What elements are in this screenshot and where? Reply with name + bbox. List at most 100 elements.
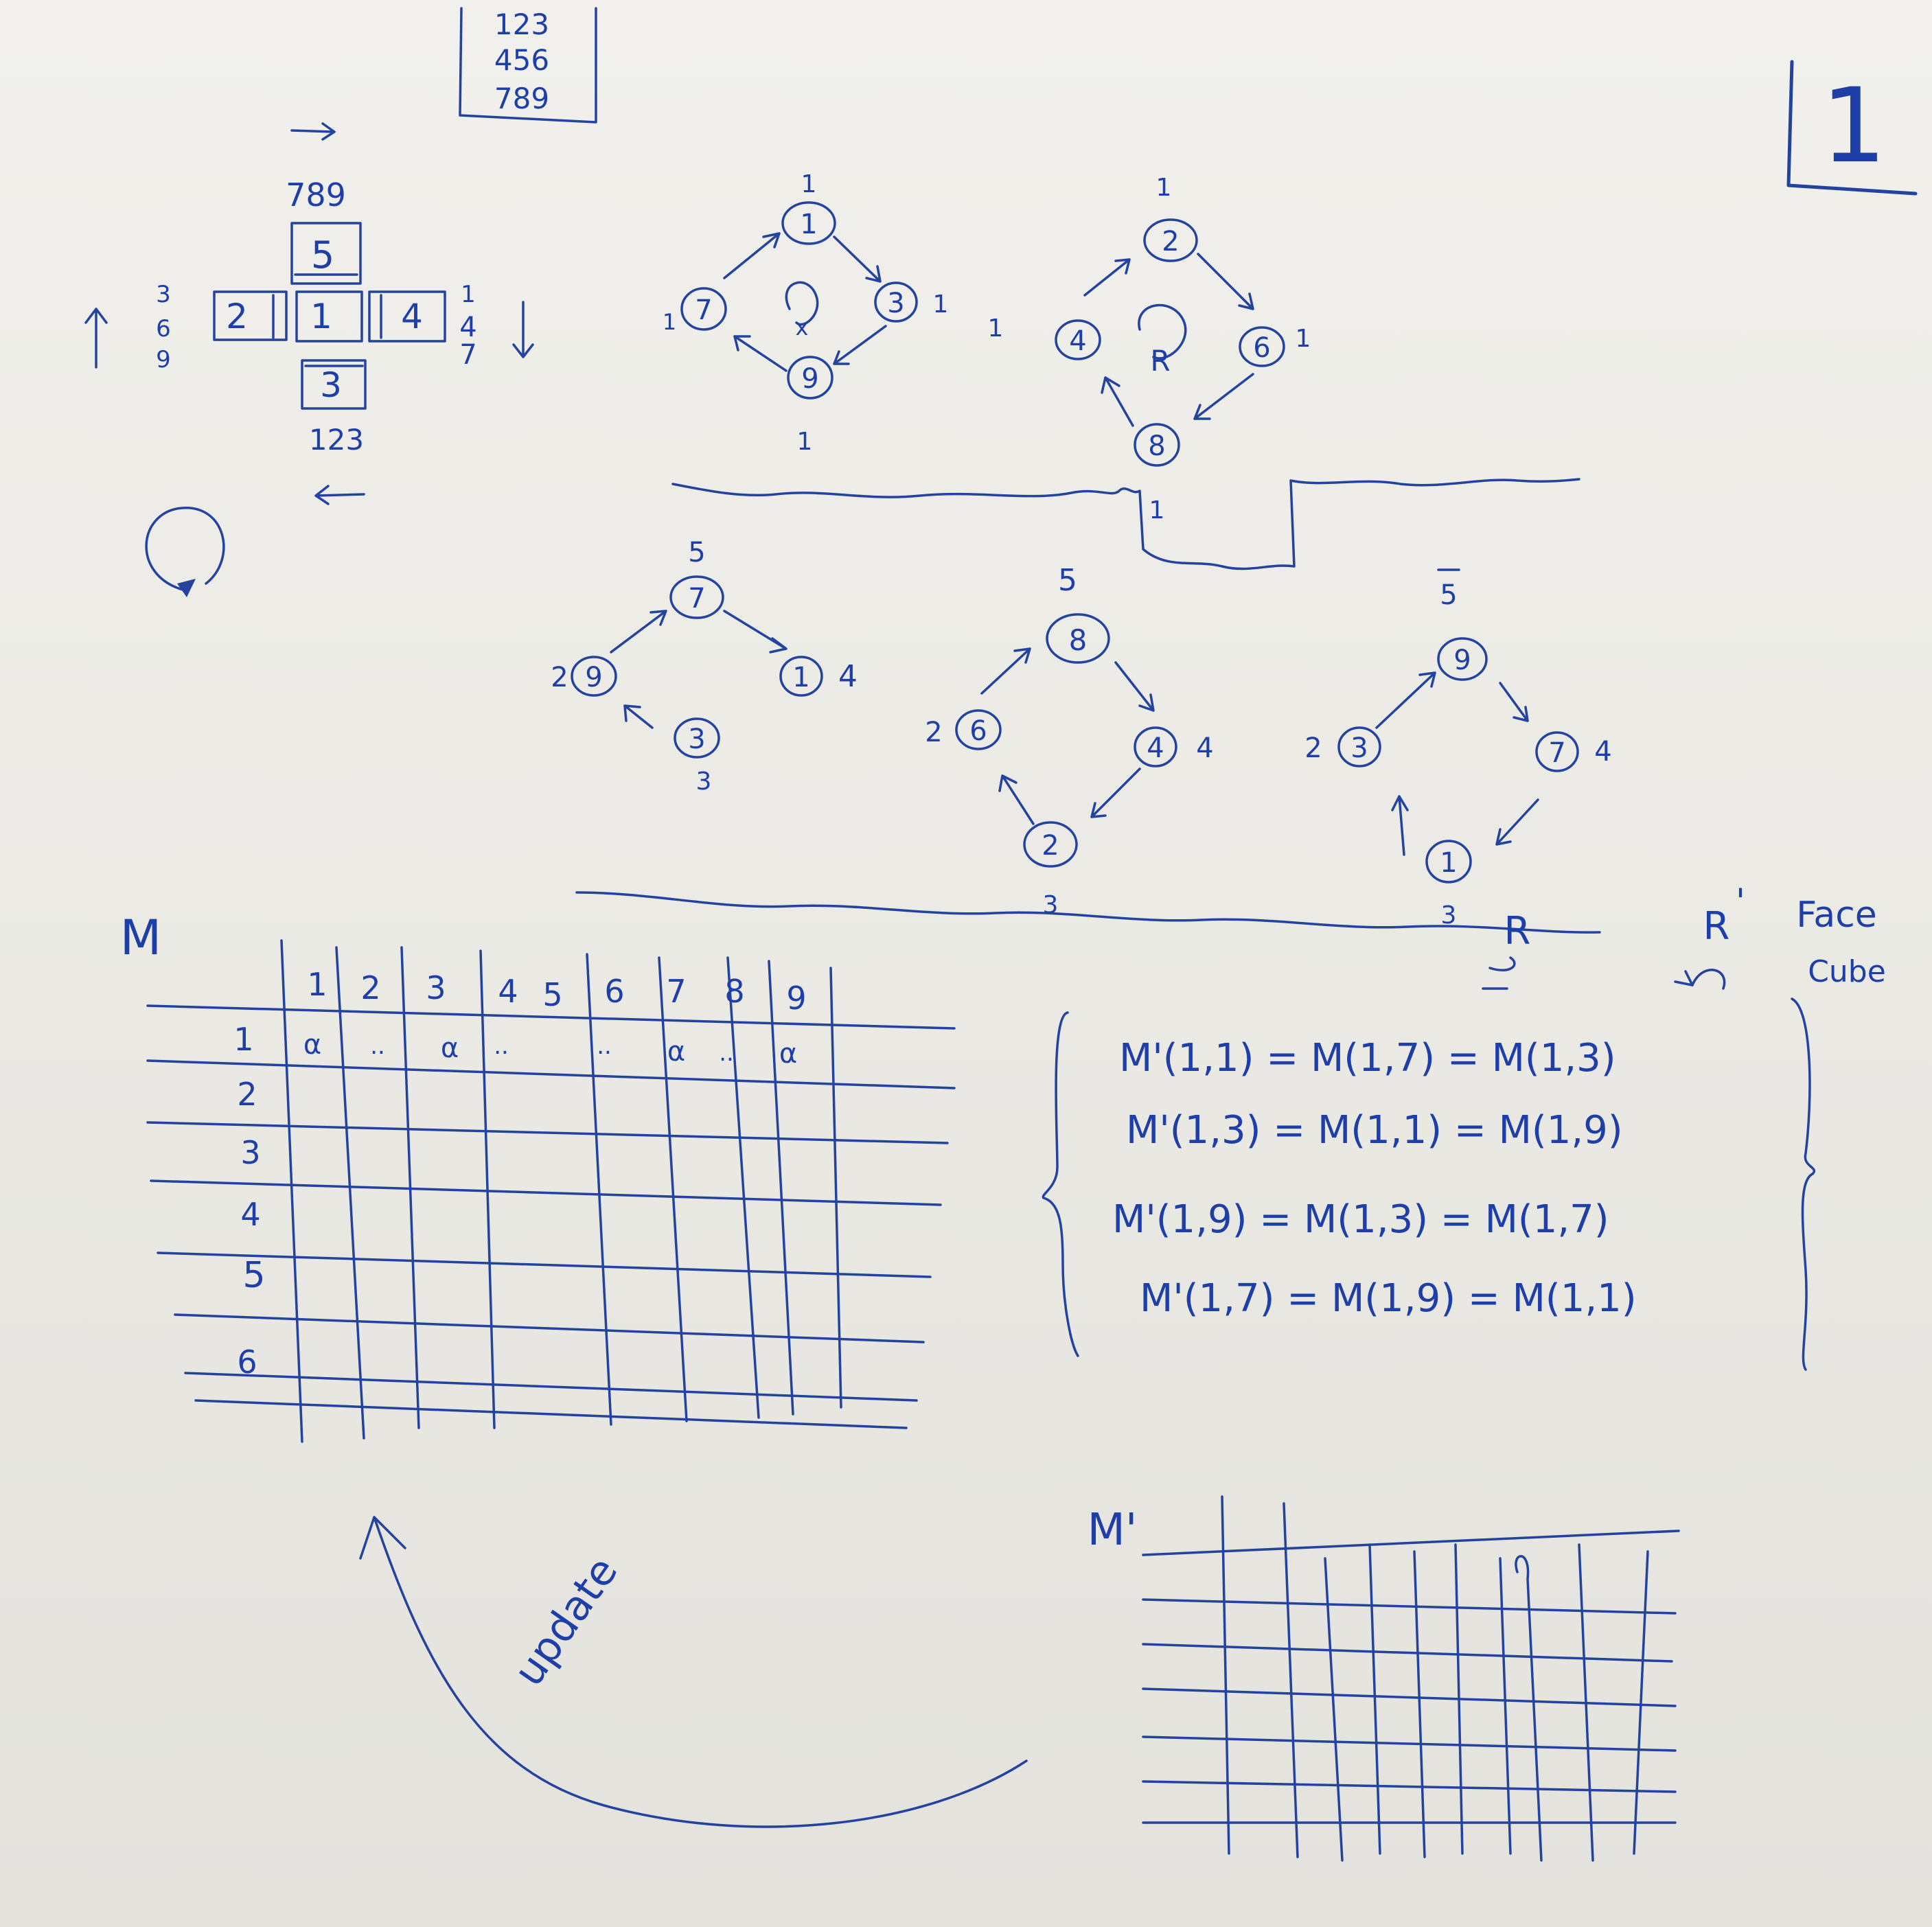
update-label: update <box>505 1548 628 1694</box>
reference-grid: 123 456 789 <box>459 7 597 124</box>
m-cell-1-9: α <box>779 1038 797 1070</box>
d2-node-left: 4 <box>1069 325 1086 357</box>
d3-outer-bottom: 3 <box>696 768 712 796</box>
d1-center-mark: x <box>796 314 809 341</box>
d1-outer-left: 1 <box>663 309 676 335</box>
left-edge-3: 9 <box>156 346 171 373</box>
rotation-diagram-1: 1 1 3 1 9 1 7 1 x <box>663 170 949 456</box>
row-header-6: 6 <box>237 1343 257 1381</box>
d4-node-top: 8 <box>1069 623 1088 657</box>
matrix-m-prime: M' <box>1088 1495 1680 1862</box>
d2-outer-right: 1 <box>1296 325 1311 353</box>
separator-wave-2 <box>575 891 1601 934</box>
d2-outer-bottom: 1 <box>1149 496 1165 524</box>
cube-net: 789 5 2 1 4 3 123 3 6 9 1 4 7 <box>84 122 534 597</box>
d2-outer-left: 1 <box>988 314 1004 343</box>
face-sublabel: Cube <box>1808 954 1886 989</box>
col-header-6: 6 <box>604 973 624 1010</box>
rotation-diagram-3: 5 7 1 4 3 3 9 2 <box>551 537 858 796</box>
m-cell-1-1: α <box>303 1029 321 1061</box>
col-header-7: 7 <box>666 973 686 1010</box>
arrow-down-icon <box>512 301 534 358</box>
d3-outer-right: 4 <box>838 659 858 694</box>
separator-wave-1 <box>671 478 1580 570</box>
matrix-m-prime-lines <box>1142 1495 1680 1862</box>
face-center-label: 1 <box>310 297 332 336</box>
d5-node-right: 7 <box>1548 737 1565 769</box>
page-number-box: 1 <box>1786 60 1918 196</box>
d4-node-left: 6 <box>969 715 987 747</box>
right-edge-3: 7 <box>459 339 476 371</box>
matrix-m: M 1 2 3 4 5 6 7 8 9 1 2 <box>120 910 956 1443</box>
d5-outer-left: 2 <box>1304 732 1322 764</box>
d1-outer-bottom: 1 <box>797 428 813 456</box>
arrow-left-icon <box>314 485 365 505</box>
cube-net-bottom-edge: 123 <box>309 423 364 457</box>
d3-outer-top: 5 <box>688 537 705 568</box>
r-prime-label: R <box>1703 904 1730 949</box>
col-header-4: 4 <box>498 973 518 1010</box>
d2-center-mark: R <box>1150 344 1170 378</box>
reference-grid-row-2: 456 <box>494 43 549 77</box>
d1-node-bottom: 9 <box>801 363 818 395</box>
col-header-8: 8 <box>724 973 744 1010</box>
d1-outer-top: 1 <box>801 170 817 198</box>
face-bottom-label: 3 <box>320 365 342 405</box>
d3-node-bottom: 3 <box>688 724 705 755</box>
d2-node-top: 2 <box>1162 226 1179 257</box>
d1-node-top: 1 <box>800 209 817 240</box>
m-cell-1-2: .. <box>370 1032 385 1060</box>
m-cell-1-3: α <box>441 1032 459 1064</box>
equation-3: M'(1,9) = M(1,3) = M(1,7) <box>1112 1197 1609 1242</box>
d4-node-bottom: 2 <box>1042 830 1059 862</box>
equations-brace-left <box>1042 1011 1079 1357</box>
rotation-circle-icon <box>145 507 225 592</box>
d1-node-right: 3 <box>887 288 904 319</box>
rotation-arrowhead-icon <box>177 579 196 597</box>
equations-brace-right <box>1791 997 1815 1371</box>
d3-node-left: 9 <box>585 662 602 693</box>
col-header-5: 5 <box>542 976 562 1013</box>
face-center-box <box>295 290 363 343</box>
cube-net-top-edge: 789 <box>286 176 346 214</box>
d2-node-bottom: 8 <box>1148 430 1165 462</box>
move-labels: R R ' Face Cube <box>1482 881 1886 990</box>
d4-outer-bottom: 3 <box>1043 891 1059 919</box>
d5-outer-right: 4 <box>1594 736 1611 768</box>
d4-outer-top: 5 <box>1058 563 1077 598</box>
left-edge-1: 3 <box>156 281 171 308</box>
d5-node-bottom: 1 <box>1440 847 1457 879</box>
page-number-bracket <box>1786 60 1918 196</box>
d3-outer-left: 2 <box>551 662 568 693</box>
equation-2: M'(1,3) = M(1,1) = M(1,9) <box>1126 1108 1623 1153</box>
row-header-2: 2 <box>237 1076 257 1113</box>
equations: M'(1,1) = M(1,7) = M(1,3) M'(1,3) = M(1,… <box>1112 1036 1637 1321</box>
equation-4: M'(1,7) = M(1,9) = M(1,1) <box>1140 1276 1637 1321</box>
m-cell-1-7: α <box>667 1036 685 1068</box>
r-label: R <box>1504 909 1531 954</box>
d3-node-top: 7 <box>688 583 705 614</box>
r-prime-tick: ' <box>1736 881 1745 921</box>
d5-outer-top: 5 <box>1440 579 1457 611</box>
d3-node-right: 1 <box>792 662 809 693</box>
matrix-m-label: M <box>120 910 161 966</box>
col-header-9: 9 <box>786 980 806 1017</box>
right-edge-2: 4 <box>459 312 476 343</box>
r-prime-rotation-icon <box>1674 969 1726 990</box>
face-left-box <box>213 290 288 341</box>
d5-outer-bottom: 3 <box>1441 901 1457 930</box>
face-right-label: 4 <box>401 297 423 336</box>
row-header-4: 4 <box>240 1196 260 1233</box>
d5-node-top: 9 <box>1453 645 1471 676</box>
arrow-up-icon <box>84 308 108 369</box>
rotation-diagram-4: 5 8 4 4 2 3 6 2 <box>925 563 1213 919</box>
face-top-box <box>290 222 362 285</box>
m-cell-1-6: .. <box>597 1032 612 1060</box>
d4-outer-left: 2 <box>925 717 942 748</box>
reference-grid-row-1: 123 <box>494 8 549 41</box>
left-edge-2: 6 <box>156 315 171 343</box>
page-number: 1 <box>1821 67 1886 186</box>
matrix-m-prime-label: M' <box>1088 1505 1138 1556</box>
rotation-diagram-2: 1 2 6 1 8 1 4 1 R <box>988 174 1311 524</box>
